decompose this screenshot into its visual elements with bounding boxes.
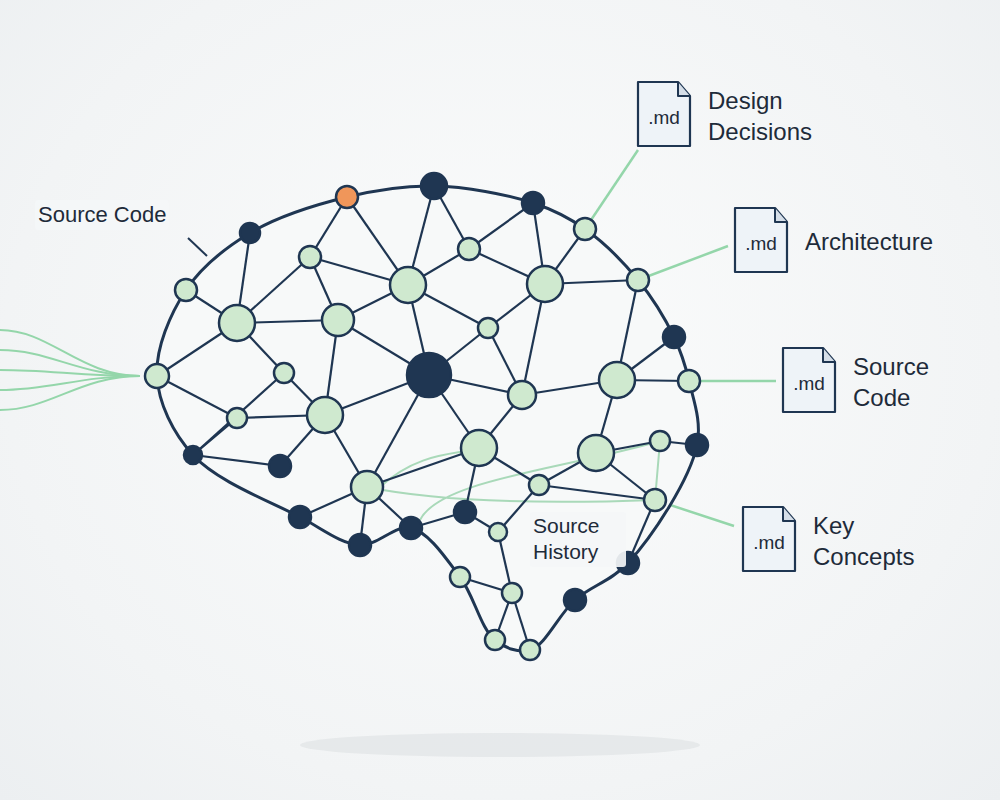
neuron-dot <box>502 583 522 603</box>
neuron-dot <box>458 238 480 260</box>
document-title: Key Concepts <box>813 510 914 572</box>
neuron-dot <box>322 304 354 336</box>
neuron-dot <box>269 455 291 477</box>
neuron-dot <box>349 534 371 556</box>
document-title: Source Code <box>853 351 929 413</box>
document-fold <box>783 507 795 521</box>
neuron-dot <box>489 523 507 541</box>
leader-line <box>689 380 776 383</box>
neuron-dot <box>627 269 649 291</box>
neuron-dot <box>289 506 311 528</box>
neuron-dot <box>686 434 708 456</box>
label-leader <box>188 238 207 256</box>
document-sheet <box>735 208 787 272</box>
neuron-dot <box>274 363 294 383</box>
markdown-document: .mdDesign Decisions <box>636 80 692 148</box>
document-title: Architecture <box>805 226 933 257</box>
neuron-dot <box>485 630 505 650</box>
neuron-dot <box>390 267 426 303</box>
input-streams <box>0 330 140 410</box>
file-extension: .md <box>753 532 785 554</box>
document-title: Design Decisions <box>708 85 812 147</box>
neuron-dot <box>421 173 447 199</box>
neuron-dot <box>529 475 549 495</box>
neuron-dot <box>240 223 260 243</box>
neuron-dot <box>145 364 169 388</box>
markdown-document: .mdKey Concepts <box>741 505 797 573</box>
document-fold <box>678 82 690 96</box>
neuron-dot <box>299 246 321 268</box>
neuron-dot <box>175 279 197 301</box>
neuron-dot <box>184 446 202 464</box>
document-sheet <box>638 82 690 146</box>
neuron-dot <box>663 326 685 348</box>
neuron-dot <box>599 362 635 398</box>
leader-line <box>585 150 638 229</box>
stream-line <box>0 330 140 376</box>
neuron-dot <box>564 589 586 611</box>
neuron-dot <box>219 305 255 341</box>
neuron-dot <box>644 489 666 511</box>
brain-outline <box>157 186 699 651</box>
ground-shadow <box>300 733 700 757</box>
markdown-document: .mdSource Code <box>781 346 837 414</box>
stream-line <box>0 350 140 376</box>
neuron-dot <box>678 370 700 392</box>
neuron-dot <box>450 567 470 587</box>
neuron-dot <box>336 186 358 208</box>
neuron-dot <box>461 430 497 466</box>
brain <box>145 173 708 660</box>
file-extension: .md <box>793 373 825 395</box>
neuron-dot <box>522 192 544 214</box>
stream-line <box>0 370 140 376</box>
synapse-link <box>539 485 655 500</box>
synapse-link <box>193 455 280 466</box>
neuron-dot <box>454 501 476 523</box>
region-label: Source History <box>530 512 626 567</box>
neuron-dot <box>351 471 383 503</box>
region-label: Source Code <box>35 200 169 230</box>
stream-line <box>0 376 140 410</box>
neuron-dot <box>650 431 670 451</box>
file-extension: .md <box>648 107 680 129</box>
signal-path <box>367 441 660 520</box>
leader-line <box>638 246 728 280</box>
document-fold <box>823 348 835 362</box>
document-sheet <box>783 348 835 412</box>
file-extension: .md <box>745 233 777 255</box>
neuron-dot <box>520 640 540 660</box>
neuron-dot <box>227 408 247 428</box>
neuron-dot <box>478 318 498 338</box>
neuron-dot <box>508 381 536 409</box>
neuron-dot <box>578 435 614 471</box>
synapse-link <box>193 373 284 455</box>
document-fold <box>775 208 787 222</box>
neuron-dot <box>527 266 563 302</box>
neuron-dot <box>574 218 596 240</box>
neuron-dot <box>307 397 343 433</box>
document-sheet <box>743 507 795 571</box>
markdown-document: .mdArchitecture <box>733 206 789 274</box>
neuron-dot <box>400 517 422 539</box>
neuron-dot <box>407 353 451 397</box>
synapse-link <box>157 376 237 418</box>
